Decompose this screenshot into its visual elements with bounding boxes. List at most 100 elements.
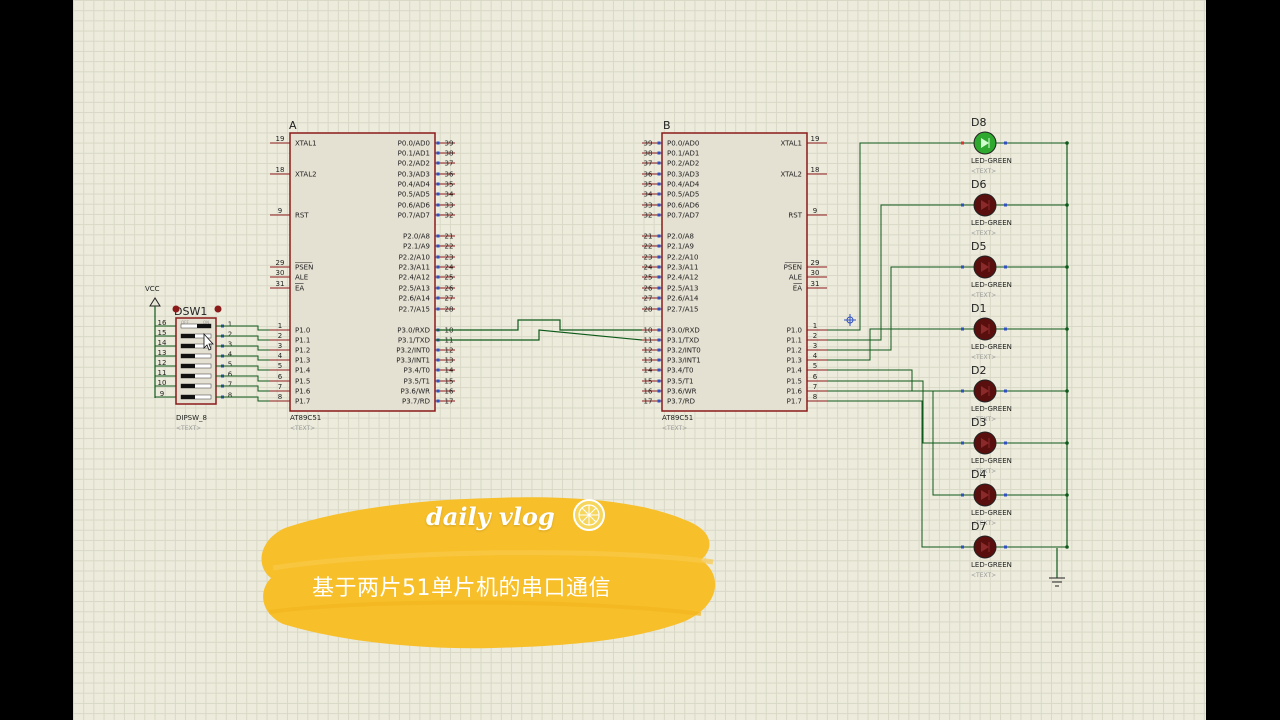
pin-name: P1.4 [787, 367, 803, 375]
pin-number: 15 [445, 378, 454, 386]
pin-name: P0.1/AD1 [667, 150, 699, 158]
pin-name: P1.3 [787, 357, 802, 365]
pin-name: P2.0/A8 [667, 233, 694, 241]
dip-knob [181, 354, 195, 358]
vlog-title: daily vlog [426, 502, 555, 531]
pin-number: 39 [445, 140, 454, 148]
led-part: LED-GREEN [971, 281, 1012, 289]
chip-b-left-pins: P0.0/AD039P0.1/AD138P0.2/AD237P0.3/AD336… [642, 140, 701, 406]
chip-b-text: <TEXT> [662, 425, 687, 432]
pin-number: 11 [644, 337, 653, 345]
pin-number: 14 [445, 367, 454, 375]
pin-number: 25 [644, 274, 653, 282]
pin-name: P3.4/T0 [404, 367, 430, 375]
pin-name: P0.5/AD5 [667, 191, 699, 199]
pin-name: P3.2/INT0 [667, 347, 701, 355]
pin-number: 10 [644, 327, 653, 335]
pin-name: P2.4/A12 [399, 274, 430, 282]
dip-left-num: 12 [158, 359, 167, 367]
pin-name: P2.7/A15 [667, 306, 698, 314]
led-text: <TEXT> [971, 168, 996, 175]
dip-left-num: 13 [158, 349, 167, 357]
dip-left-num: 10 [158, 379, 167, 387]
chip-a-left-pins: XTAL119XTAL218RST9PSEN29ALE30EA31P1.01P1… [270, 135, 317, 406]
led-ref: D5 [971, 240, 986, 253]
dip-knob [197, 324, 211, 328]
pin-number: 23 [644, 254, 653, 262]
pin-number: 13 [644, 357, 653, 365]
vcc-label: VCC [145, 285, 160, 293]
pin-name: RST [295, 212, 309, 220]
chip-b-right-pins: XTAL119XTAL218RST9PSEN29ALE30EA31P1.01P1… [780, 135, 827, 406]
pin-number: 6 [813, 373, 818, 381]
wire-rxd-txd [435, 319, 642, 331]
pin-number: 24 [644, 264, 653, 272]
dip-right-num: 3 [228, 341, 232, 349]
dip-left-num: 11 [158, 369, 167, 377]
pin-name: P3.1/TXD [398, 337, 430, 345]
led-ref: D2 [971, 364, 986, 377]
led-text: <TEXT> [971, 572, 996, 579]
pin-number: 33 [445, 202, 454, 210]
pin-name: PSEN [295, 264, 313, 272]
pin-number: 24 [445, 264, 454, 272]
lemon-icon [573, 499, 605, 531]
dip-right-num: 4 [228, 351, 233, 359]
pin-number: 12 [644, 347, 653, 355]
pin-number: 2 [278, 332, 282, 340]
pin-name: P1.3 [295, 357, 310, 365]
pin-number: 23 [445, 254, 454, 262]
pin-number: 21 [445, 233, 454, 241]
pin-name: P2.2/A10 [399, 254, 430, 262]
pin-name: P0.0/AD0 [667, 140, 699, 148]
dip-knob [181, 344, 195, 348]
led-wires [827, 141, 1069, 549]
led-part: LED-GREEN [971, 509, 1012, 517]
pin-number: 31 [276, 280, 285, 288]
schematic-svg: A AT89C51 <TEXT> XTAL119XTAL218RST9PSEN2… [145, 116, 1069, 649]
pin-name: EA [793, 285, 802, 293]
chip-a-ref: A [289, 119, 297, 132]
dip-right-num: 6 [228, 371, 233, 379]
pin-number: 36 [445, 171, 454, 179]
chip-b-part: AT89C51 [662, 414, 693, 422]
pin-name: RST [788, 212, 802, 220]
pin-number: 5 [278, 362, 282, 370]
pin-name: P2.1/A9 [667, 243, 694, 251]
pin-number: 18 [276, 166, 285, 174]
caption-banner [261, 497, 716, 649]
pin-number: 4 [813, 352, 818, 360]
pin-name: P3.1/TXD [667, 337, 699, 345]
pin-name: P3.6/WR [401, 388, 431, 396]
pin-name: P1.0 [787, 327, 802, 335]
chip-a-body[interactable] [289, 132, 436, 412]
pin-name: XTAL2 [780, 171, 802, 179]
pin-name: P1.1 [787, 337, 802, 345]
led-part: LED-GREEN [971, 219, 1012, 227]
pin-number: 2 [813, 332, 817, 340]
chip-b-body[interactable] [661, 132, 808, 412]
pin-name: P3.0/RXD [667, 327, 700, 335]
pin-name: P1.6 [295, 388, 311, 396]
pin-number: 8 [813, 393, 817, 401]
pin-name: P2.2/A10 [667, 254, 698, 262]
pin-number: 14 [644, 367, 653, 375]
dip-left-num: 15 [158, 329, 167, 337]
pin-number: 7 [813, 383, 817, 391]
pin-number: 15 [644, 378, 653, 386]
pin-number: 37 [445, 160, 454, 168]
pin-name: P0.3/AD3 [667, 171, 699, 179]
pin-name: P0.6/AD6 [667, 202, 700, 210]
pin-name: XTAL1 [780, 140, 802, 148]
pin-number: 33 [644, 202, 653, 210]
pin-number: 17 [445, 398, 454, 406]
wire-txd-rxd [435, 329, 643, 341]
pin-name: P0.7/AD7 [667, 212, 699, 220]
pin-name: P1.5 [787, 378, 802, 386]
probe-marker[interactable] [844, 314, 856, 326]
pin-name: P0.4/AD4 [398, 181, 431, 189]
pin-number: 22 [644, 243, 653, 251]
pin-number: 19 [276, 135, 285, 143]
